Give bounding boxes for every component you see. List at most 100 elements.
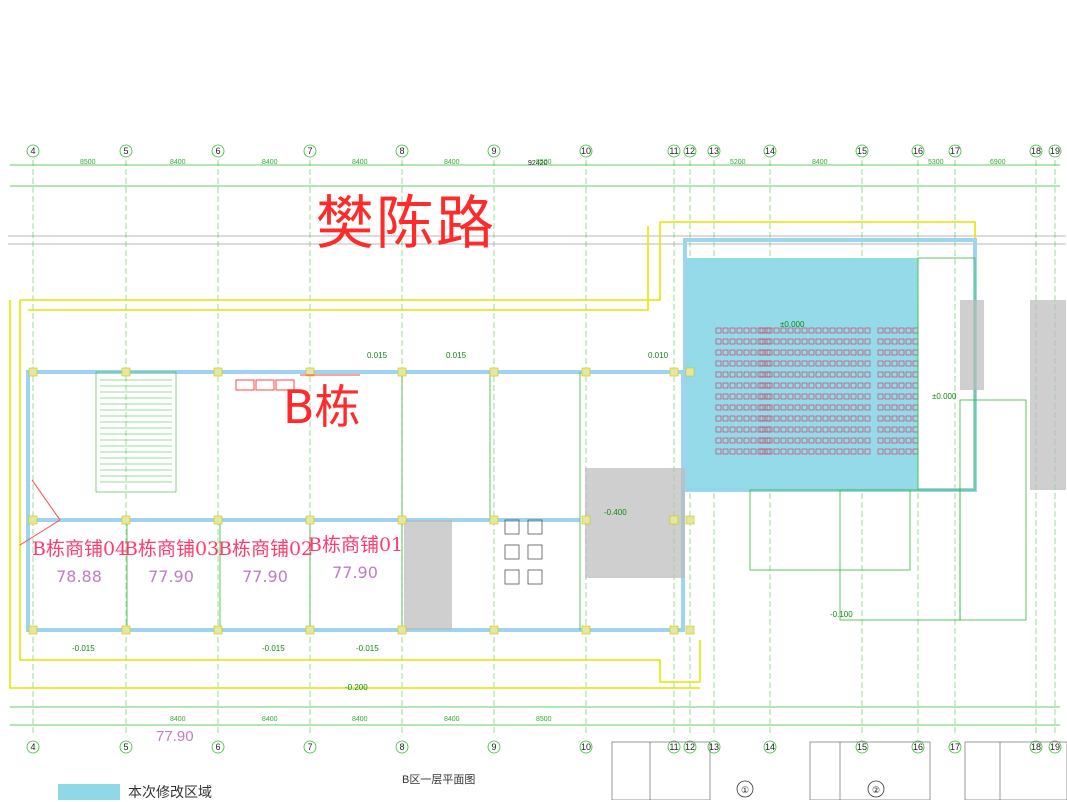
seat bbox=[822, 360, 829, 367]
axis-label: 19 bbox=[1050, 742, 1060, 752]
seat bbox=[884, 382, 891, 389]
seat bbox=[905, 415, 912, 422]
toilet-fixtures bbox=[504, 519, 543, 585]
seat bbox=[801, 338, 808, 345]
elevation-label: 0.015 bbox=[367, 351, 388, 360]
axis-bubble bbox=[395, 740, 409, 754]
seat bbox=[766, 415, 773, 422]
column bbox=[669, 367, 679, 377]
column bbox=[305, 367, 315, 377]
seat bbox=[877, 382, 884, 389]
seat bbox=[729, 382, 736, 389]
shop-name: B栋商铺03 bbox=[124, 538, 220, 560]
seat bbox=[759, 426, 766, 433]
seat bbox=[729, 360, 736, 367]
seat bbox=[736, 371, 743, 378]
seat bbox=[836, 426, 843, 433]
seat bbox=[815, 382, 822, 389]
seat bbox=[843, 404, 850, 411]
column bbox=[397, 367, 407, 377]
axis-label: 10 bbox=[581, 146, 591, 156]
site-boundary bbox=[9, 221, 976, 689]
seat bbox=[891, 448, 898, 455]
axis-bubble bbox=[1048, 740, 1062, 754]
seat bbox=[850, 415, 857, 422]
seat bbox=[750, 426, 757, 433]
seat bbox=[715, 448, 722, 455]
axis-bubble bbox=[1029, 144, 1043, 158]
axis-bubble bbox=[911, 740, 925, 754]
seat bbox=[843, 338, 850, 345]
seat bbox=[864, 338, 871, 345]
seat bbox=[864, 426, 871, 433]
seat bbox=[766, 448, 773, 455]
seat bbox=[857, 415, 864, 422]
axis-label: 17 bbox=[950, 742, 960, 752]
seat bbox=[815, 360, 822, 367]
axis-label: 6 bbox=[215, 146, 220, 156]
seat bbox=[736, 349, 743, 356]
seat bbox=[743, 426, 750, 433]
seat bbox=[822, 393, 829, 400]
seat bbox=[891, 426, 898, 433]
axis-bubble bbox=[667, 144, 681, 158]
axis-bubble bbox=[948, 740, 962, 754]
top-dim-2: 8400 bbox=[170, 159, 186, 166]
top-dim-4: 8400 bbox=[352, 159, 368, 166]
seat bbox=[864, 371, 871, 378]
seat bbox=[743, 360, 750, 367]
seat bbox=[794, 360, 801, 367]
column bbox=[489, 367, 499, 377]
seat bbox=[736, 437, 743, 444]
callout-2: ② bbox=[872, 785, 880, 795]
seat bbox=[884, 404, 891, 411]
seat bbox=[850, 327, 857, 334]
axis-bubble bbox=[948, 144, 962, 158]
seat bbox=[715, 338, 722, 345]
seat bbox=[822, 382, 829, 389]
column bbox=[28, 515, 38, 525]
axis-bubble bbox=[579, 740, 593, 754]
seat bbox=[836, 437, 843, 444]
seat bbox=[736, 415, 743, 422]
seat bbox=[808, 448, 815, 455]
seat bbox=[808, 338, 815, 345]
seat bbox=[743, 349, 750, 356]
seat bbox=[864, 327, 871, 334]
axis-label: 5 bbox=[123, 146, 128, 156]
seat bbox=[850, 338, 857, 345]
seat bbox=[794, 415, 801, 422]
axis-label: 15 bbox=[857, 146, 867, 156]
seat bbox=[722, 415, 729, 422]
seat bbox=[787, 437, 794, 444]
seat bbox=[808, 349, 815, 356]
seat bbox=[864, 360, 871, 367]
seat bbox=[822, 448, 829, 455]
building-label: B栋 bbox=[283, 380, 361, 434]
seat bbox=[905, 360, 912, 367]
seat bbox=[801, 437, 808, 444]
axis-bubble bbox=[855, 740, 869, 754]
seat bbox=[801, 360, 808, 367]
axis-bubble bbox=[707, 740, 721, 754]
seat bbox=[750, 338, 757, 345]
shop-name: B栋商铺01 bbox=[308, 534, 404, 556]
seat bbox=[884, 415, 891, 422]
seat bbox=[864, 404, 871, 411]
seat bbox=[736, 393, 743, 400]
seat bbox=[750, 448, 757, 455]
top-dim-7: 5200 bbox=[730, 159, 746, 166]
column bbox=[213, 367, 223, 377]
seat bbox=[822, 349, 829, 356]
seat bbox=[836, 327, 843, 334]
axis-label: 16 bbox=[913, 146, 923, 156]
seat bbox=[843, 415, 850, 422]
seat bbox=[905, 382, 912, 389]
axis-label: 17 bbox=[950, 146, 960, 156]
seat bbox=[843, 426, 850, 433]
bottom-dim-1: 8400 bbox=[170, 716, 186, 723]
seat bbox=[815, 349, 822, 356]
axis-bubble bbox=[683, 740, 697, 754]
seat bbox=[836, 360, 843, 367]
